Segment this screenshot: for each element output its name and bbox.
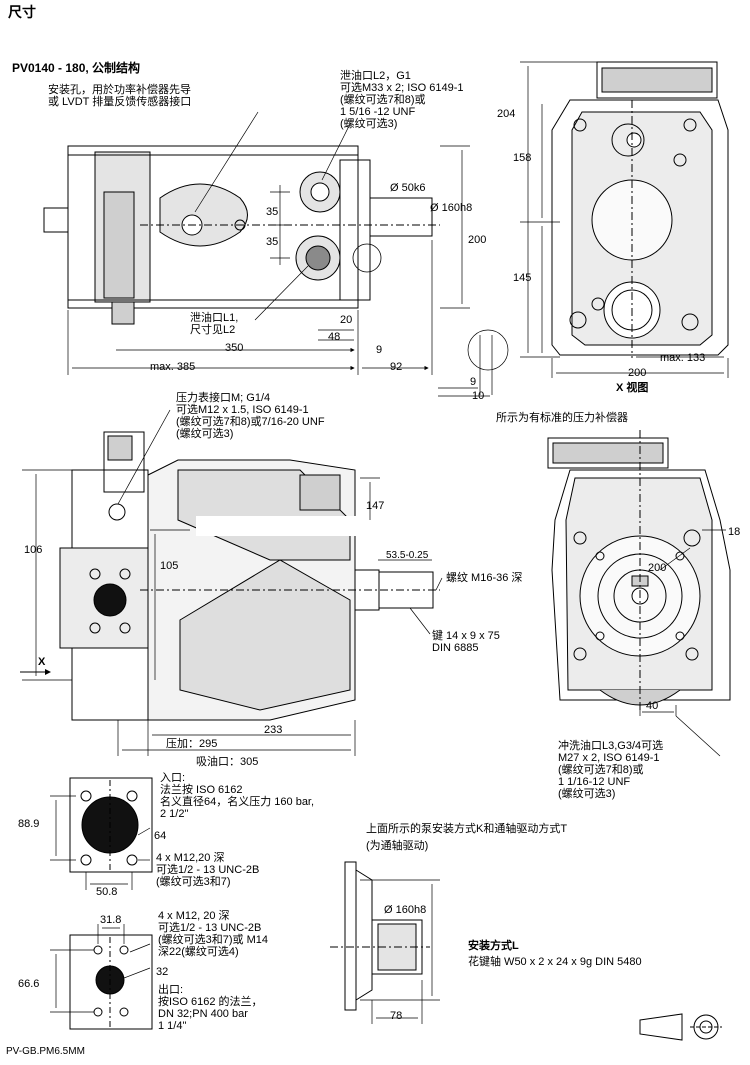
x-view-dimension-lines bbox=[520, 61, 729, 378]
dim-233: 233 bbox=[264, 724, 283, 736]
projection-symbol bbox=[639, 1013, 722, 1041]
outlet-dimension-lines bbox=[50, 924, 151, 1013]
dim-9a: 9 bbox=[376, 344, 383, 356]
note-outlet-bolts: 4 x M12, 20 深可选1/2 - 13 UNC-2B(螺纹可选3和7)或… bbox=[158, 910, 269, 958]
dim-88-9: 88.9 bbox=[18, 818, 40, 830]
dim-35b: 35 bbox=[266, 236, 279, 248]
dim-200-radial: 200 bbox=[648, 562, 667, 574]
dim-dia-50: Ø 50k6 bbox=[390, 182, 426, 194]
note-thread: 螺纹 M16-36 深 bbox=[446, 572, 523, 584]
inlet-flange bbox=[69, 777, 153, 873]
dim-50-8: 50.8 bbox=[96, 886, 118, 898]
note-mount-l-spline: 花键轴 W50 x 2 x 24 x 9g DIN 5480 bbox=[468, 956, 642, 968]
dim-147: 147 bbox=[366, 500, 385, 512]
dim-78: 78 bbox=[390, 1010, 403, 1022]
dim-20: 20 bbox=[340, 314, 353, 326]
dim-200-horizontal: 200 bbox=[628, 367, 647, 379]
dim-40: 40 bbox=[646, 700, 659, 712]
note-pressure-length: 压加：295 bbox=[166, 738, 218, 750]
top-view-dimension-lines bbox=[67, 111, 509, 397]
dim-31-8: 31.8 bbox=[100, 914, 122, 926]
note-mount-hole: 安装孔，用於功率补偿器先导或 LVDT 排量反馈传感器接口 bbox=[48, 84, 192, 108]
dim-9b: 9 bbox=[470, 376, 477, 388]
dim-92: 92 bbox=[390, 361, 403, 373]
front-view-compensator bbox=[547, 430, 731, 712]
section-title: PV0140 - 180, 公制结构 bbox=[12, 61, 141, 75]
front-view-dimension-lines bbox=[639, 529, 726, 757]
note-standard-compensator: 所示为有标准的压力补偿器 bbox=[496, 412, 628, 424]
inlet-dimension-lines bbox=[50, 795, 151, 890]
note-mount-l-title: 安装方式L bbox=[468, 940, 519, 952]
note-mount-k-sub: (为通轴驱动) bbox=[366, 840, 429, 852]
dim-350: 350 bbox=[225, 342, 244, 354]
dim-18: 18 bbox=[728, 526, 741, 538]
middle-view-dimension-lines bbox=[20, 409, 443, 756]
dim-dia-160-shaft: Ø 160h8 bbox=[384, 904, 427, 916]
mount-l-dimension-lines bbox=[360, 879, 440, 1024]
dim-35a: 35 bbox=[266, 206, 279, 218]
dim-145: 145 bbox=[513, 272, 532, 284]
top-side-view bbox=[43, 145, 440, 325]
dim-200-vertical: 200 bbox=[468, 234, 487, 246]
x-view bbox=[551, 61, 729, 358]
dim-64: 64 bbox=[154, 830, 167, 842]
mount-l-shaft bbox=[330, 861, 430, 1011]
dim-53-5: 53.5-0.25 bbox=[386, 550, 429, 561]
dim-10: 10 bbox=[472, 390, 485, 402]
x-marker: X bbox=[38, 656, 46, 668]
note-mount-k-title: 上面所示的泵安装方式K和通轴驱动方式T bbox=[366, 823, 568, 835]
dim-106: 106 bbox=[24, 544, 43, 556]
dim-48: 48 bbox=[328, 331, 341, 343]
dim-204: 204 bbox=[497, 108, 516, 120]
note-suction-length: 吸油口：305 bbox=[196, 756, 259, 768]
note-drain-l1: 泄油口L1,尺寸见L2 bbox=[190, 312, 239, 336]
dim-max-133: max. 133 bbox=[660, 352, 706, 364]
dim-158: 158 bbox=[513, 152, 532, 164]
x-view-label: X 视图 bbox=[616, 382, 649, 394]
dim-max-385: max. 385 bbox=[150, 361, 196, 373]
dim-66-6: 66.6 bbox=[18, 978, 40, 990]
dim-105: 105 bbox=[160, 560, 179, 572]
dim-dia-160: Ø 160h8 bbox=[430, 202, 473, 214]
dim-32: 32 bbox=[156, 966, 169, 978]
middle-side-view bbox=[59, 431, 440, 721]
outlet-flange bbox=[69, 934, 153, 1030]
note-inlet-bolts: 4 x M12,20 深可选1/2 - 13 UNC-2B(螺纹可选3和7) bbox=[156, 852, 260, 888]
page-title: 尺寸 bbox=[8, 4, 36, 20]
footer-code: PV-GB.PM6.5MM bbox=[6, 1046, 85, 1057]
